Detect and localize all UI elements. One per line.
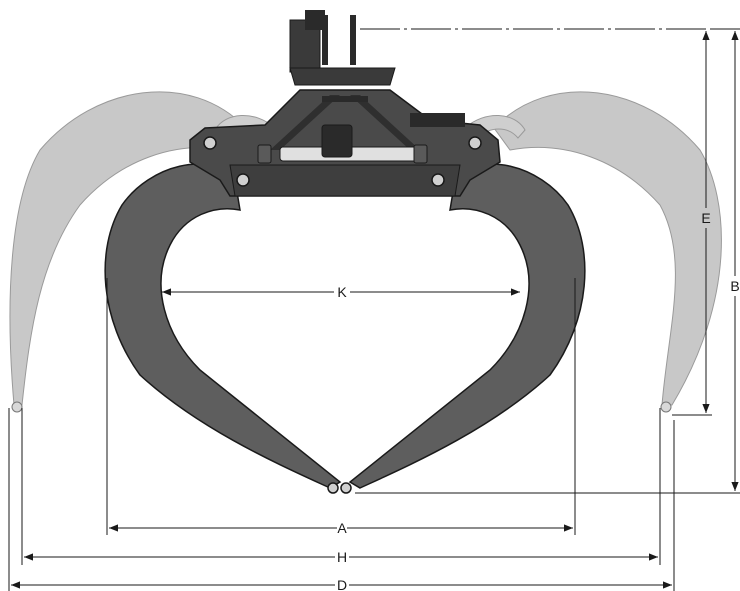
rotator: [289, 10, 396, 86]
open-tine-right: [493, 91, 722, 413]
label-E: E: [701, 210, 710, 226]
dimension-D: [8, 408, 675, 591]
grapple-body: [189, 89, 501, 197]
label-H: H: [337, 549, 347, 565]
closed-tine-right: [348, 163, 586, 489]
dimension-B: [355, 28, 740, 494]
tine-tip-left-pin: [327, 482, 339, 494]
open-tine-left: [9, 91, 247, 413]
dimension-A: [106, 278, 576, 535]
pivot-pins: [203, 136, 482, 187]
label-D: D: [337, 577, 347, 591]
dimension-E: [360, 28, 715, 416]
tine-tip-right-pin: [340, 482, 352, 494]
closed-tine-left: [104, 163, 342, 489]
label-B: B: [730, 278, 739, 294]
label-A: A: [337, 520, 347, 536]
label-K: K: [337, 284, 347, 300]
dimension-H: [21, 408, 661, 565]
